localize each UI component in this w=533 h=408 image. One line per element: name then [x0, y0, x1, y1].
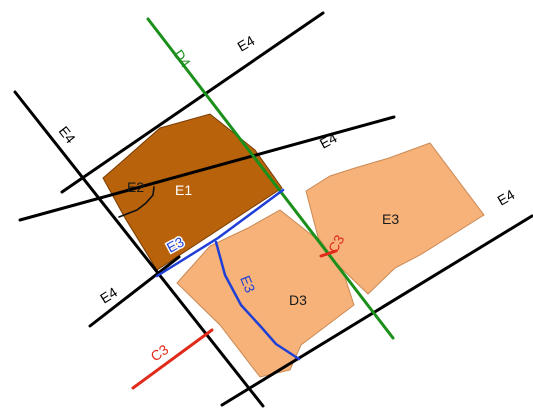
road-e3-blue-vertical: [214, 240, 301, 361]
road-label-e4-top: E4: [235, 32, 258, 55]
parcel-label-d3: D3: [289, 292, 307, 308]
road-c3-right: [319, 249, 338, 258]
road-label-e4-bottom-left: E4: [97, 284, 120, 307]
road-label-e3-blue-vertical: E3: [237, 273, 258, 295]
road-e4-top: [60, 11, 325, 194]
road-e4-right: [220, 214, 533, 407]
road-e4-middle: [18, 115, 396, 222]
road-label-e2: E2: [127, 179, 144, 195]
parcel-label-e1: E1: [175, 182, 192, 198]
road-e4-bottom-left: [88, 255, 181, 328]
parcel-e1: [102, 113, 283, 271]
road-c3-left: [131, 328, 214, 390]
parcel-label-e3-right: E3: [382, 211, 399, 227]
parcels: [102, 113, 485, 378]
road-d4: [146, 17, 395, 340]
road-e4-diagonal-left: [13, 90, 265, 408]
road-label-d4: D4: [171, 47, 194, 71]
e4-roads: [13, 11, 533, 408]
road-e2: [118, 186, 155, 218]
road-label-c3-right: C3: [325, 232, 348, 256]
road-label-e4-middle: E4: [317, 129, 340, 151]
parcel-d3: [176, 209, 355, 378]
road-e3-blue-horizontal: [155, 188, 285, 278]
e3-blue-roads: [155, 188, 301, 361]
c3-roads: [131, 249, 338, 390]
road-label-e4-right: E4: [495, 186, 518, 209]
road-label-e4-left: E4: [56, 123, 79, 147]
